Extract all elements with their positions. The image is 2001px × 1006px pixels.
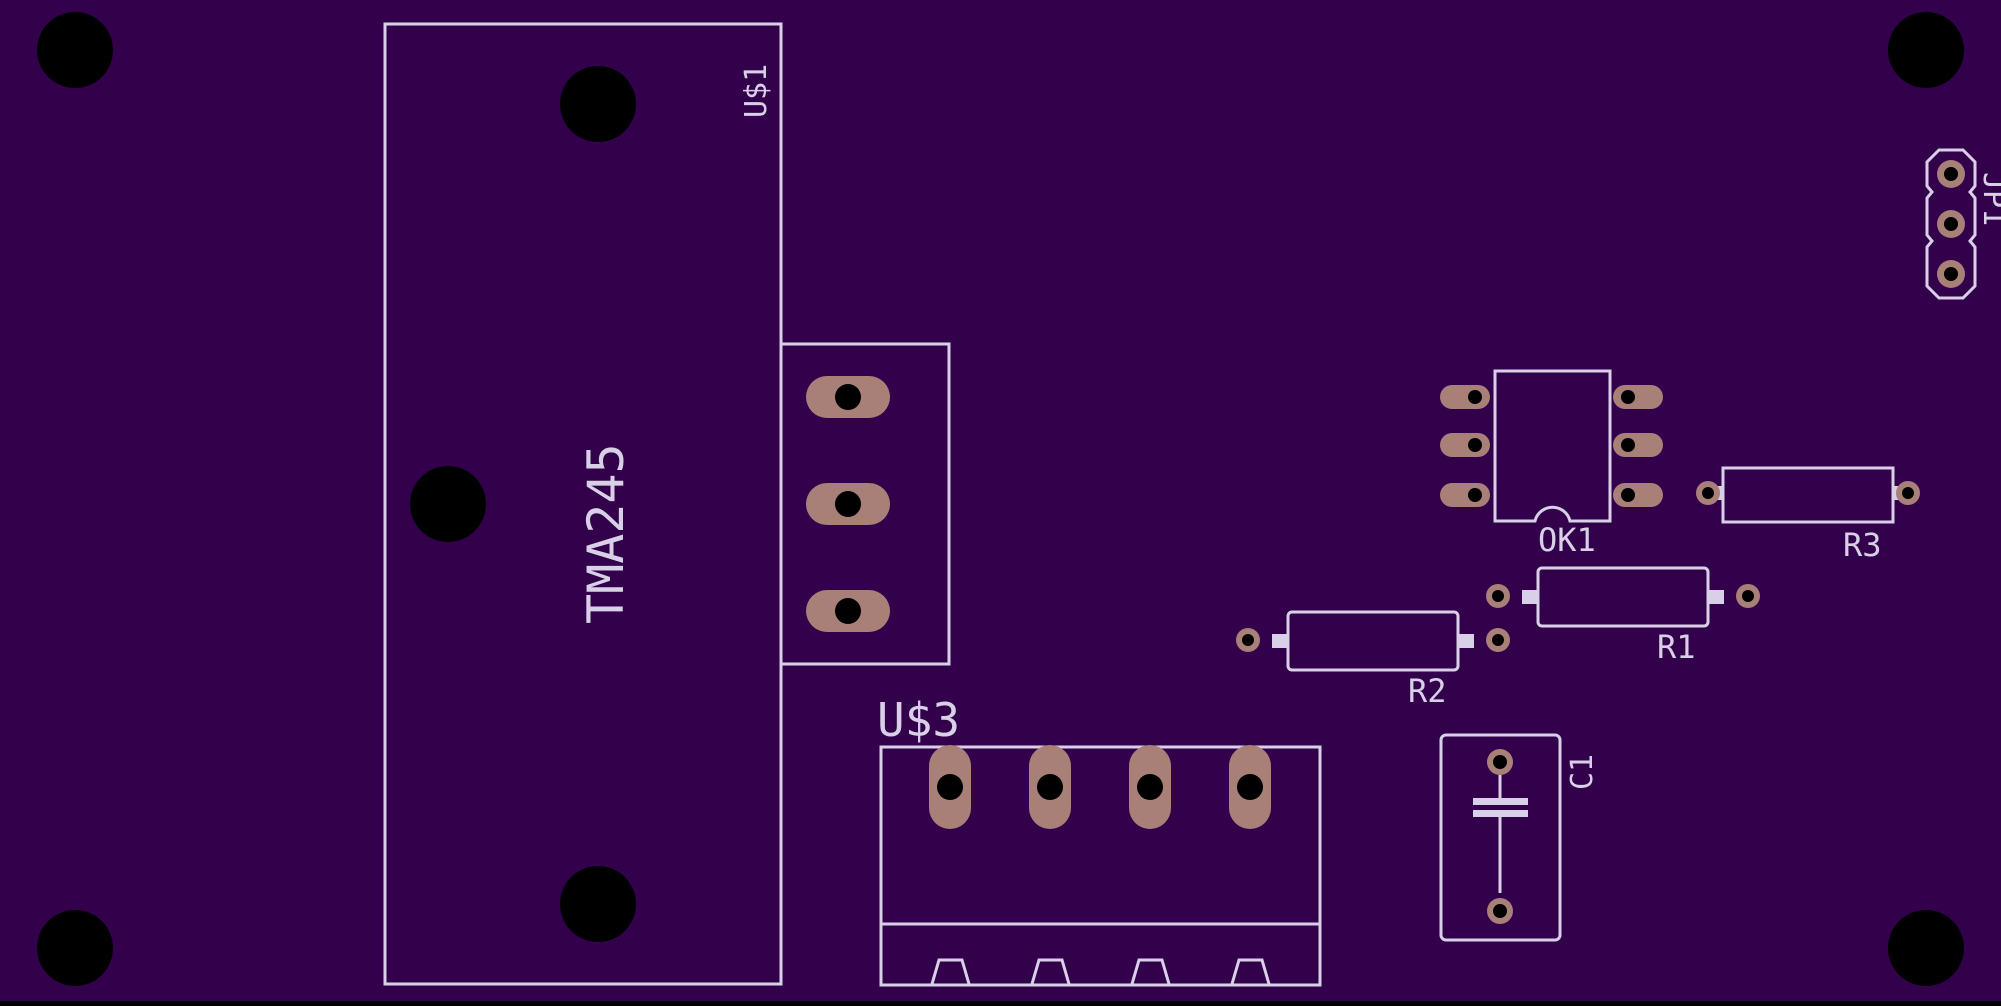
u3-latch-1 bbox=[930, 958, 971, 985]
r1-pad-2 bbox=[1736, 584, 1760, 608]
r2-pad-1 bbox=[1236, 628, 1260, 652]
u3-pad-3 bbox=[1129, 745, 1171, 829]
u3-ref-label: U$3 bbox=[877, 693, 960, 747]
c1-pad-2 bbox=[1487, 898, 1513, 924]
ok1-pad-2 bbox=[1440, 433, 1490, 457]
u1-terminal-block bbox=[779, 342, 951, 666]
u1-hole-bottom bbox=[560, 866, 636, 942]
r1-lead-right bbox=[1708, 590, 1724, 604]
component-jp1[interactable]: JP1 bbox=[1925, 148, 2001, 300]
component-r2[interactable]: R2 bbox=[1236, 610, 1510, 710]
r3-ref-label: R3 bbox=[1843, 526, 1882, 564]
u3-pad-2 bbox=[1029, 745, 1071, 829]
u1-pad-2 bbox=[806, 483, 890, 525]
ok1-outline bbox=[1493, 369, 1612, 523]
component-u1[interactable] bbox=[383, 22, 951, 986]
mounting-holes bbox=[37, 12, 1964, 986]
r3-body bbox=[1721, 466, 1895, 524]
mounting-hole-bottom-left bbox=[37, 910, 113, 986]
component-r3[interactable]: R3 bbox=[1696, 466, 1920, 564]
r2-ref-label: R2 bbox=[1408, 672, 1447, 710]
u3-latch-2 bbox=[1030, 958, 1071, 985]
r3-pad-2 bbox=[1896, 481, 1920, 505]
u3-pad-1 bbox=[929, 745, 971, 829]
u1-hole-top bbox=[560, 66, 636, 142]
jp1-outline bbox=[1925, 148, 1977, 300]
r2-lead-right bbox=[1458, 634, 1474, 648]
ok1-pad-6 bbox=[1613, 385, 1663, 409]
mounting-hole-bottom-right bbox=[1888, 910, 1964, 986]
u1-mounting-holes bbox=[410, 66, 636, 942]
r3-pad-1 bbox=[1696, 481, 1720, 505]
u1-value-label: TMA245 bbox=[577, 443, 635, 624]
mounting-hole-top-left bbox=[37, 12, 113, 88]
ok1-pad-3 bbox=[1440, 483, 1490, 507]
r1-lead-left bbox=[1522, 590, 1538, 604]
ok1-pad-5 bbox=[1613, 433, 1663, 457]
r2-lead-left bbox=[1272, 634, 1288, 648]
r1-ref-label: R1 bbox=[1657, 628, 1696, 666]
ok1-pad-1 bbox=[1440, 385, 1490, 409]
jp1-pad-2 bbox=[1937, 210, 1965, 238]
u1-pads bbox=[806, 376, 890, 632]
c1-plate-top bbox=[1473, 798, 1528, 805]
c1-ref-label: C1 bbox=[1565, 754, 1600, 790]
u3-outline bbox=[879, 745, 1322, 987]
mounting-hole-top-right bbox=[1888, 12, 1964, 88]
ok1-pads bbox=[1440, 385, 1663, 507]
c1-pad-1 bbox=[1487, 749, 1513, 775]
u1-pad-1 bbox=[806, 376, 890, 418]
jp1-pad-1 bbox=[1937, 160, 1965, 188]
ok1-ref-label: OK1 bbox=[1538, 521, 1596, 559]
c1-plate-bottom bbox=[1473, 810, 1528, 817]
u3-pads bbox=[929, 745, 1271, 829]
u3-latch-3 bbox=[1130, 958, 1171, 985]
u1-hole-middle bbox=[410, 466, 486, 542]
r1-pad-1 bbox=[1486, 584, 1510, 608]
jp1-ref-label: JP1 bbox=[1976, 172, 2001, 226]
ok1-pad-4 bbox=[1613, 483, 1663, 507]
u3-latch-4 bbox=[1230, 958, 1271, 985]
u1-pad-3 bbox=[806, 590, 890, 632]
jp1-pad-3 bbox=[1937, 260, 1965, 288]
u1-ref-label: U$1 bbox=[739, 64, 774, 118]
u3-pad-4 bbox=[1229, 745, 1271, 829]
component-u3[interactable] bbox=[879, 745, 1322, 987]
component-ok1[interactable]: OK1 bbox=[1440, 369, 1663, 559]
r2-pad-2 bbox=[1486, 628, 1510, 652]
component-c1[interactable]: C1 bbox=[1439, 733, 1600, 942]
component-r1[interactable]: R1 bbox=[1486, 566, 1760, 666]
c1-outline bbox=[1439, 733, 1562, 942]
